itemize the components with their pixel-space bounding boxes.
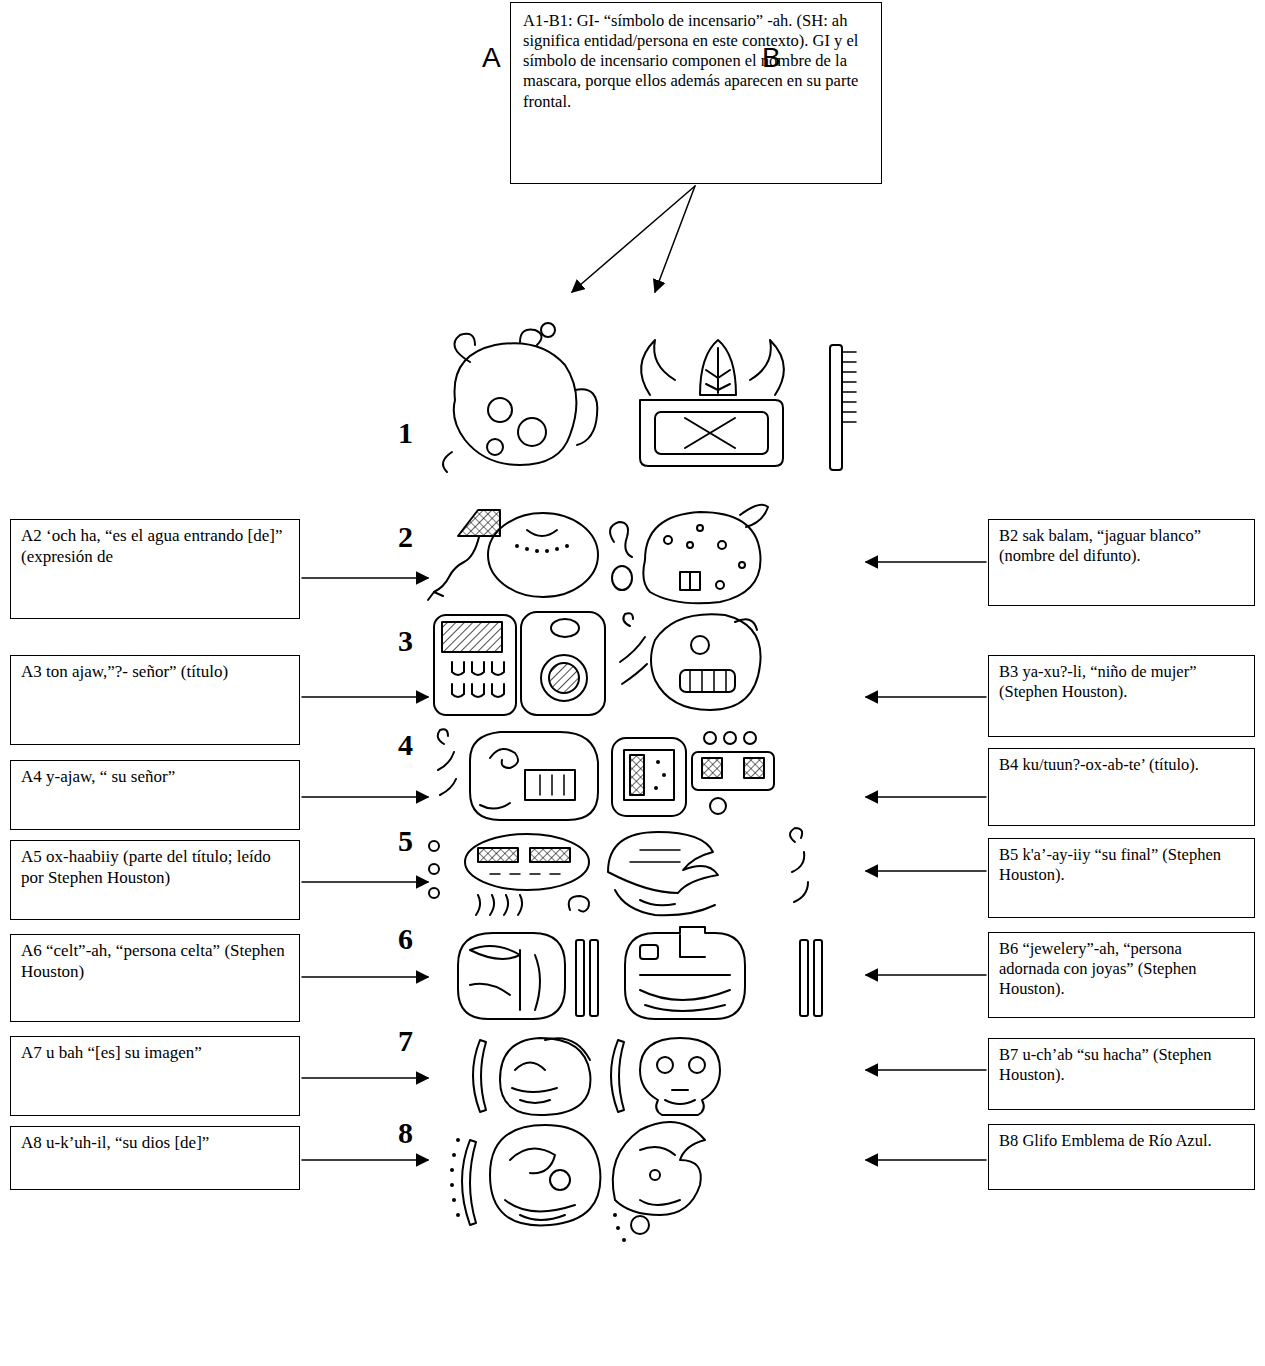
- glyph-b6: [625, 927, 822, 1019]
- glyph-a5: [429, 834, 589, 915]
- annotation-box: B7 u-ch’ab “su hacha” (Stephen Houston).: [988, 1038, 1255, 1110]
- glyph-b3: [620, 613, 761, 710]
- glyph-a2: [428, 510, 598, 600]
- annotation-text: A2 ‘och ha, “es el agua entrando [de]” (…: [21, 526, 289, 567]
- glyph-b7: [611, 1038, 720, 1115]
- annotation-box: B4 ku/tuun?-ox-ab-te’ (título).: [988, 748, 1255, 826]
- annotation-box: B6 “jewelery”-ah, “persona adornada con …: [988, 932, 1255, 1018]
- glyph-b4: [612, 732, 774, 816]
- glyph-a7: [473, 1038, 590, 1115]
- glyph-a3: [434, 612, 605, 715]
- annotation-text: B4 ku/tuun?-ox-ab-te’ (título).: [999, 755, 1244, 775]
- row-number: 3: [398, 624, 413, 658]
- annotation-text: A7 u bah “[es] su imagen”: [21, 1043, 289, 1064]
- annotation-box: A4 y-ajaw, “ su señor”: [10, 760, 300, 830]
- column-letter: B: [762, 42, 781, 74]
- annotation-text: B8 Glifo Emblema de Río Azul.: [999, 1131, 1244, 1151]
- glyph-b5: [608, 828, 808, 915]
- annotation-box: A8 u-k’uh-il, “su dios [de]”: [10, 1126, 300, 1190]
- annotation-text: B7 u-ch’ab “su hacha” (Stephen Houston).: [999, 1045, 1244, 1085]
- annotation-text: A3 ton ajaw,”?- señor” (título): [21, 662, 289, 683]
- leader-arrows: [302, 186, 986, 1160]
- glyph-b8: [613, 1122, 705, 1242]
- annotation-text: A4 y-ajaw, “ su señor”: [21, 767, 289, 788]
- glyph-a8: [450, 1125, 600, 1225]
- annotation-box: A6 “celt”-ah, “persona celta” (Stephen H…: [10, 934, 300, 1022]
- annotation-text: B3 ya-xu?-li, “niño de mujer” (Stephen H…: [999, 662, 1244, 702]
- annotation-text: B6 “jewelery”-ah, “persona adornada con …: [999, 939, 1244, 999]
- annotation-text: A8 u-k’uh-il, “su dios [de]”: [21, 1133, 289, 1154]
- annotation-box: A7 u bah “[es] su imagen”: [10, 1036, 300, 1116]
- annotation-text: B5 k'a’-ay-iiy “su final” (Stephen Houst…: [999, 845, 1244, 885]
- annotation-box: B5 k'a’-ay-iiy “su final” (Stephen Houst…: [988, 838, 1255, 918]
- annotation-box: B2 sak balam, “jaguar blanco” (nombre de…: [988, 519, 1255, 606]
- annotation-text: B2 sak balam, “jaguar blanco” (nombre de…: [999, 526, 1244, 566]
- annotation-box: B3 ya-xu?-li, “niño de mujer” (Stephen H…: [988, 655, 1255, 737]
- annotation-box: A2 ‘och ha, “es el agua entrando [de]” (…: [10, 519, 300, 619]
- glyph-b2: [610, 505, 768, 603]
- row-number: 2: [398, 520, 413, 554]
- annotation-box: B8 Glifo Emblema de Río Azul.: [988, 1124, 1255, 1190]
- glyph-b1: [640, 340, 856, 470]
- annotation-box: A3 ton ajaw,”?- señor” (título): [10, 655, 300, 745]
- glyph-a4: [438, 729, 598, 820]
- row-number: 8: [398, 1116, 413, 1150]
- glyph-a6: [458, 933, 598, 1019]
- column-letter: A: [482, 42, 501, 74]
- row-number: 5: [398, 824, 413, 858]
- row-number: 4: [398, 728, 413, 762]
- row-number: 1: [398, 416, 413, 450]
- annotation-text: A1-B1: GI- “símbolo de incensario” -ah. …: [523, 11, 869, 112]
- row-number: 7: [398, 1024, 413, 1058]
- annotation-text: A5 ox-haabiiy (parte del título; leído p…: [21, 847, 289, 888]
- annotation-text: A6 “celt”-ah, “persona celta” (Stephen H…: [21, 941, 289, 982]
- glyph-a1: [443, 323, 597, 472]
- annotation-box: A5 ox-haabiiy (parte del título; leído p…: [10, 840, 300, 920]
- note-box: A1-B1: GI- “símbolo de incensario” -ah. …: [510, 2, 882, 184]
- row-number: 6: [398, 922, 413, 956]
